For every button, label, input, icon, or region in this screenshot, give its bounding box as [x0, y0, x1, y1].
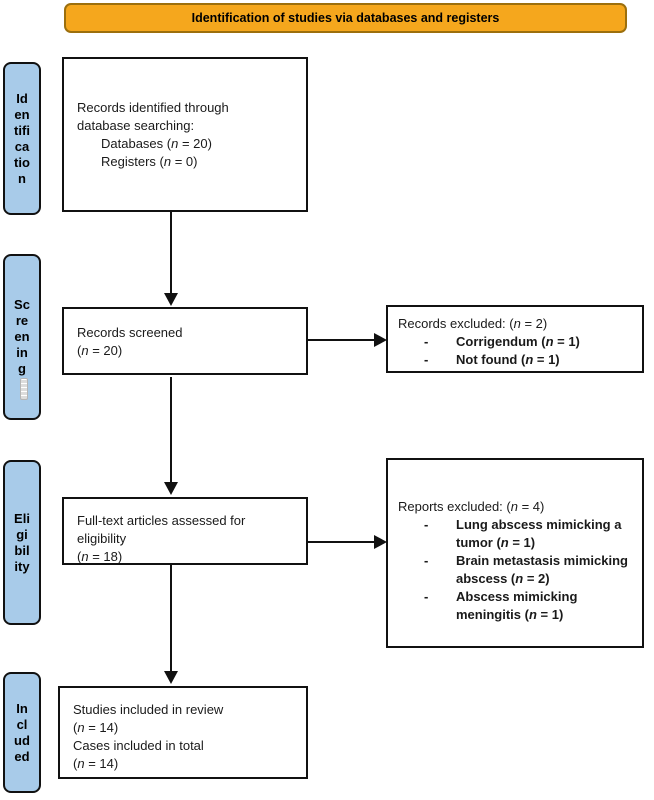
text-line: Records screened [77, 325, 183, 340]
exclusion-item-text: Corrigendum (n = 1) [456, 334, 580, 349]
box-records-excluded: Records excluded: (n = 2) - Corrigendum (n… [386, 305, 644, 373]
text-line: Registers (n = 0) [101, 154, 198, 169]
dash-bullet: - [424, 553, 429, 568]
text-line: (n = 14) [73, 756, 119, 771]
exclusion-item-text: Abscess mimicking meningitis (n = 1) [456, 589, 578, 622]
exclusion-header: Records excluded: (n = 2) [398, 316, 548, 331]
box-reports-excluded: Reports excluded: (n = 4) - Lung abscess m… [386, 458, 644, 648]
box-records-identified: Records identified through database searc… [62, 57, 308, 212]
dash-bullet: - [424, 352, 429, 367]
text-line: (n = 20) [77, 343, 123, 358]
text-line: Full-text articles assessed for [77, 513, 246, 528]
arrowhead-right-icon [374, 333, 387, 347]
arrowhead-down-icon [164, 482, 178, 495]
text-line: Cases included in total [73, 738, 204, 753]
text-line: Records identified through [77, 100, 229, 115]
box-fulltext-assessed: Full-text articles assessed for eligibili… [62, 497, 308, 565]
arrow-screened-to-records-excluded [308, 339, 376, 341]
dash-bullet: - [424, 334, 429, 349]
exclusion-item: - Corrigendum (n = 1) [388, 333, 642, 351]
arrow-fulltext-to-included [170, 565, 172, 672]
text-line: Databases (n = 20) [101, 136, 212, 151]
arrow-screened-to-fulltext [170, 377, 172, 483]
text-line: eligibility [77, 531, 127, 546]
text-line: (n = 14) [73, 720, 119, 735]
text-line: (n = 18) [77, 549, 123, 564]
exclusion-item-text: Not found (n = 1) [456, 352, 560, 367]
arrowhead-down-icon [164, 293, 178, 306]
exclusion-item: - Abscess mimicking meningitis (n = 1) [388, 588, 642, 624]
exclusion-header: Reports excluded: (n = 4) [398, 499, 545, 514]
tiny-scrollbar-artifact-icon [20, 378, 28, 400]
exclusion-item: - Brain metastasis mimicking abscess (n =… [388, 552, 642, 588]
banner: Identification of studies via databases … [64, 3, 627, 33]
box-studies-included: Studies included in review (n = 14) Cases … [58, 686, 308, 779]
arrowhead-right-icon [374, 535, 387, 549]
box-records-screened: Records screened (n = 20) [62, 307, 308, 375]
arrow-fulltext-to-reports-excluded [308, 541, 376, 543]
dash-bullet: - [424, 589, 429, 604]
exclusion-item: - Not found (n = 1) [388, 351, 642, 369]
dash-bullet: - [424, 517, 429, 532]
exclusion-item-text: Lung abscess mimicking a tumor (n = 1) [456, 517, 622, 550]
text-line: Studies included in review [73, 702, 224, 717]
arrowhead-down-icon [164, 671, 178, 684]
banner-label: Identification of studies via databases … [191, 11, 500, 25]
text-line: database searching: [77, 118, 195, 133]
exclusion-item: - Lung abscess mimicking a tumor (n = 1) [388, 516, 642, 552]
arrow-identified-to-screened [170, 212, 172, 294]
exclusion-item-text: Brain metastasis mimicking abscess (n = … [456, 553, 628, 586]
